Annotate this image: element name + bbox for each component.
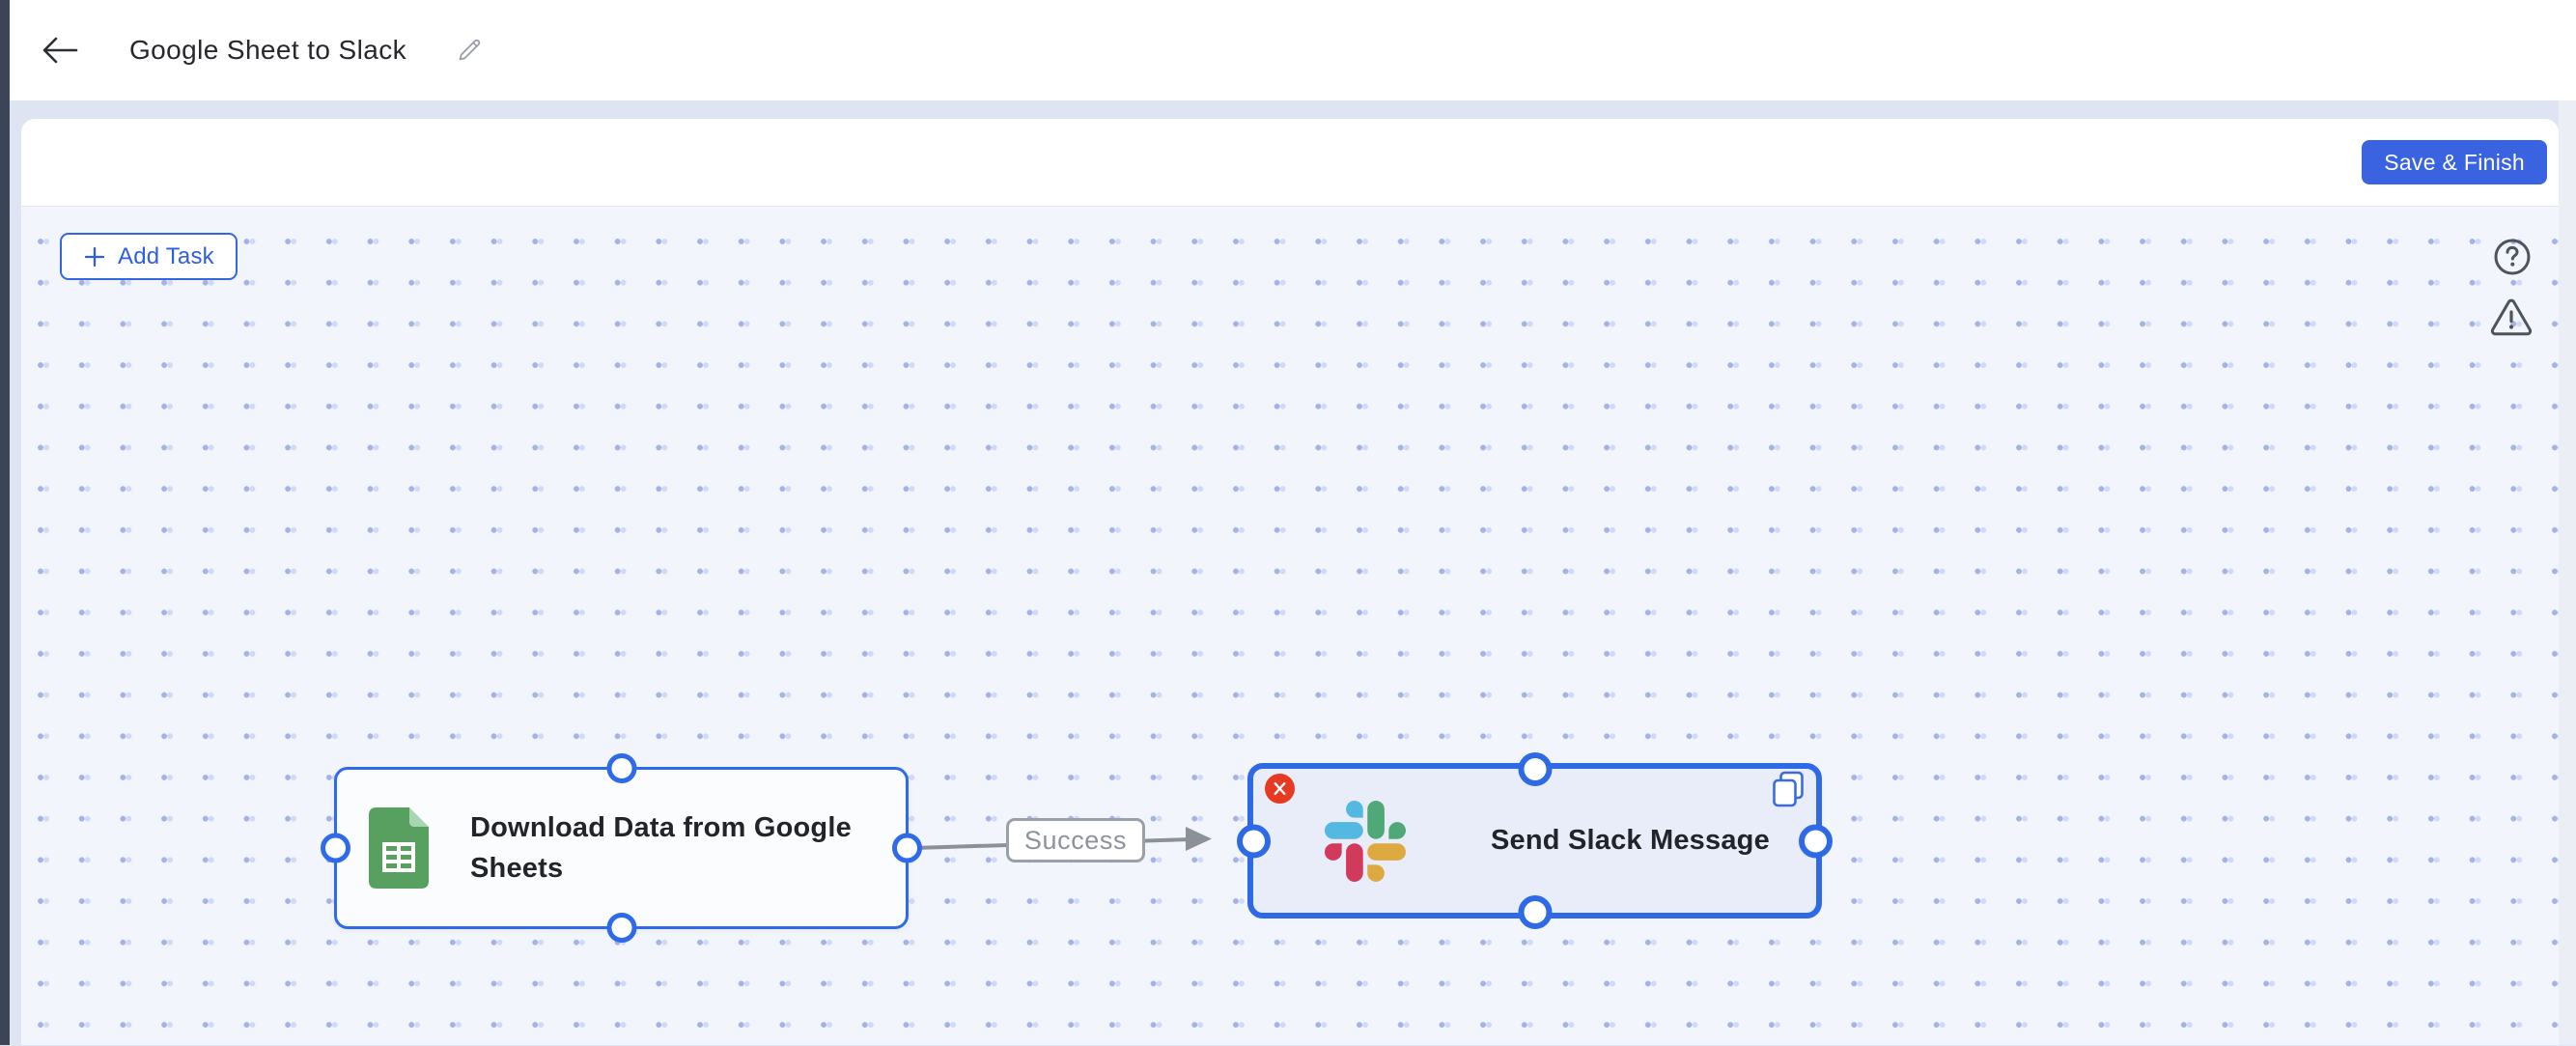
pencil-icon <box>459 39 481 61</box>
connection-handle-right[interactable] <box>1799 824 1833 858</box>
save-finish-button[interactable]: Save & Finish <box>2362 140 2547 184</box>
header: Google Sheet to Slack <box>10 0 2576 100</box>
edit-title-button[interactable] <box>449 30 490 71</box>
vertical-scrollbar[interactable] <box>2559 100 2576 1045</box>
connection-handle-right[interactable] <box>892 833 922 863</box>
add-task-button[interactable]: Add Task <box>60 233 238 280</box>
connection-handle-left[interactable] <box>1237 824 1271 858</box>
back-button[interactable] <box>37 27 83 73</box>
copy-icon <box>1773 771 1804 807</box>
delete-node-button[interactable] <box>1265 774 1295 804</box>
duplicate-node-button[interactable] <box>1770 770 1806 810</box>
connection-handle-top[interactable] <box>1518 752 1552 786</box>
connection-handle-top[interactable] <box>606 753 636 783</box>
question-circle-icon <box>2494 239 2531 275</box>
node-title: Download Data from Google Sheets <box>470 811 852 884</box>
warning-button[interactable] <box>2487 297 2535 341</box>
connection-handle-bottom[interactable] <box>606 913 636 943</box>
help-button[interactable] <box>2491 236 2534 278</box>
task-node-google-sheets[interactable]: Download Data from Google Sheets <box>321 753 922 943</box>
warning-triangle-icon <box>2490 298 2533 336</box>
x-icon <box>1274 781 1286 796</box>
google-sheets-icon <box>369 807 429 889</box>
toolbar: Save & Finish <box>21 119 2559 206</box>
connection-handle-left[interactable] <box>321 833 350 863</box>
left-rail <box>0 0 10 1045</box>
workflow-canvas[interactable]: Add Task Download Data from Google Sheet <box>21 206 2559 1045</box>
connection-handle-bottom[interactable] <box>1518 895 1552 929</box>
add-task-label: Add Task <box>118 242 214 269</box>
node-title: Send Slack Message <box>1491 825 1770 857</box>
slack-icon <box>1325 800 1406 882</box>
page-title: Google Sheet to Slack <box>129 35 407 65</box>
plus-icon <box>84 246 105 267</box>
arrow-left-icon <box>42 37 78 64</box>
edge-label-success[interactable]: Success <box>1006 818 1145 862</box>
task-node-slack[interactable]: Send Slack Message <box>1237 752 1833 929</box>
